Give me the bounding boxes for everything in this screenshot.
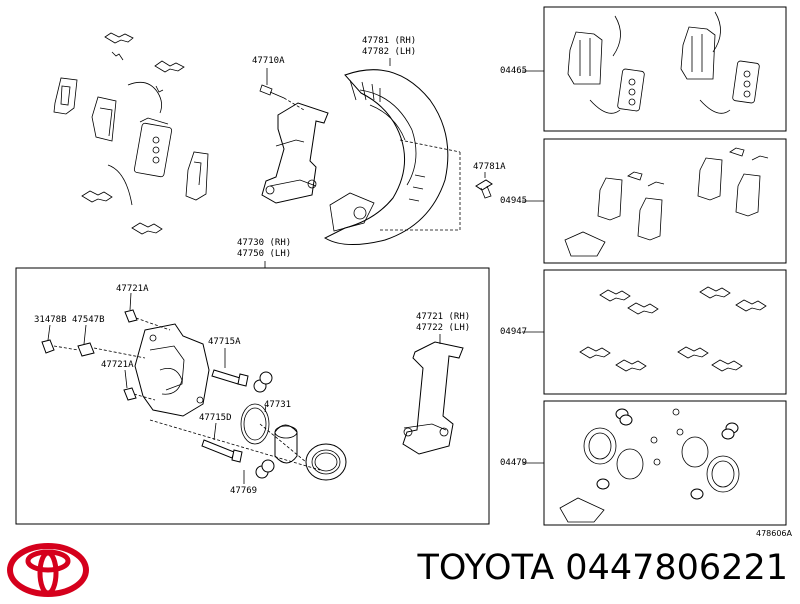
brake-pads-exploded [53,32,209,235]
kit-label-04947: 04947 [500,327,528,337]
part-label-47750-lh: 47750 (LH) [237,249,292,259]
toyota-logo-icon [7,543,89,597]
part-label-47731: 47731 [264,400,292,410]
part-label-47781A: 47781A [473,162,506,172]
kit-04945-frame [543,138,787,264]
kit-04947-clips [579,286,767,372]
kit-04945-shims [564,147,769,257]
caliper-assembly-frame [15,267,490,525]
part-label-47710A: 47710A [252,56,285,66]
part-label-47547B: 47547B [72,315,105,325]
kit-label-04465: 04465 [500,66,528,76]
caliper-bracket-upper [259,68,329,204]
kit-04947-frame [543,269,787,395]
part-label-47715D: 47715D [199,413,232,423]
part-label-47715A: 47715A [208,337,241,347]
part-label-47721A-mid: 47721A [101,360,134,370]
part-label-31478B: 31478B [34,315,67,325]
kit-04465-frame [543,6,787,132]
part-label-47721A-top: 47721A [116,284,149,294]
kit-label-04945: 04945 [500,196,528,206]
dust-shield [323,58,493,245]
kit-04479-frame [543,400,787,526]
caliper-assembly [41,292,464,484]
part-label-47781-rh: 47781 (RH) [362,36,417,46]
part-label-47721-rh: 47721 (RH) [416,312,471,322]
kit-label-04479: 04479 [500,458,528,468]
part-number-title: TOYOTA 0447806221 [417,548,788,588]
kit-04479-seals [559,408,740,523]
part-label-47769: 47769 [230,486,258,496]
kit-04465-pads [567,11,760,114]
part-label-47730-rh: 47730 (RH) [237,238,292,248]
diagram-code: 478606A [755,529,792,538]
part-label-47782-lh: 47782 (LH) [362,47,417,57]
part-label-47722-lh: 47722 (LH) [416,323,471,333]
